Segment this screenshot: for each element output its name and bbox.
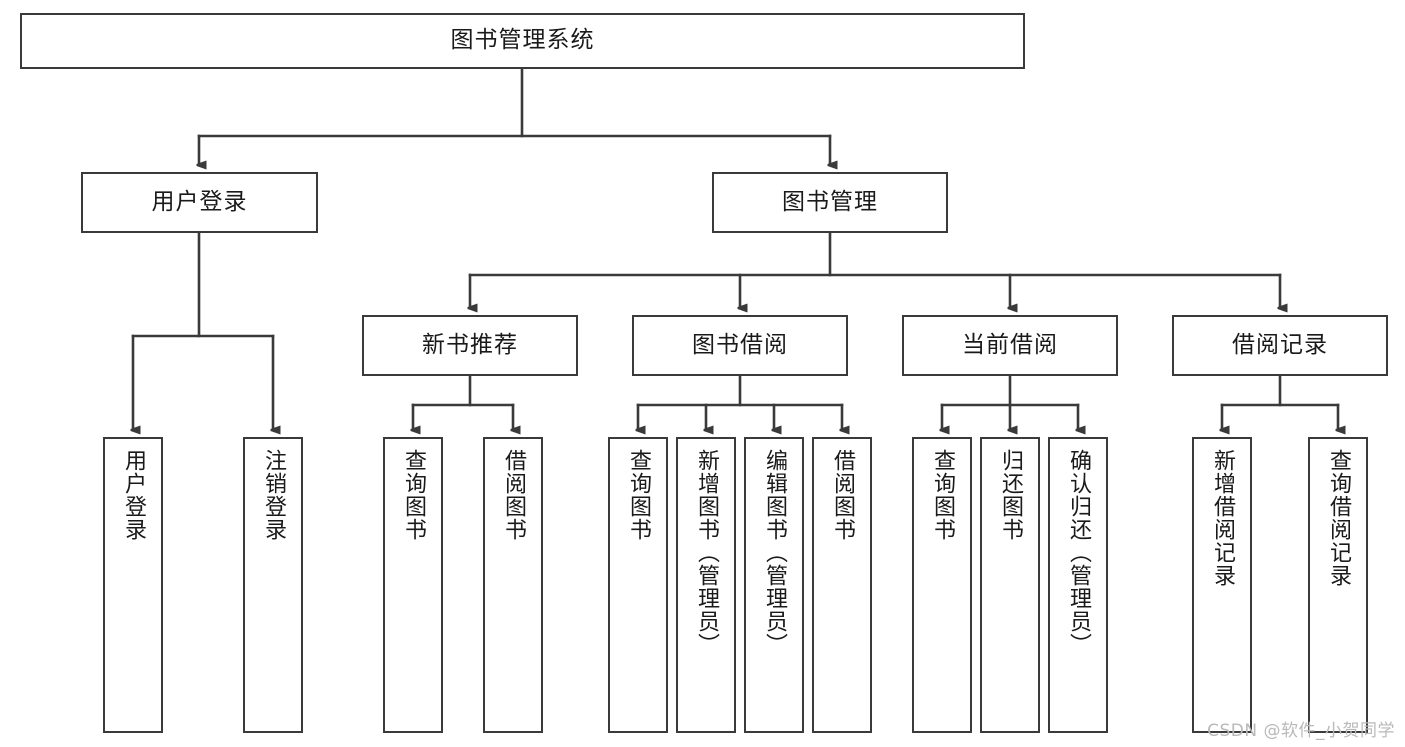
leaf-query-book-1[interactable]: 查询图书 [383,437,443,733]
node-borrow-record[interactable]: 借阅记录 [1172,315,1388,376]
csdn-watermark: CSDN @软件_小贺同学 [1207,721,1395,741]
leaf-query-book-1-label: 查询图书 [400,449,426,541]
leaf-add-book-admin-label: 新增图书（管理员） [693,449,719,656]
leaf-add-borrow-record[interactable]: 新增借阅记录 [1192,437,1252,733]
leaf-add-borrow-record-label: 新增借阅记录 [1209,449,1235,587]
node-book-management-label: 图书管理 [782,188,878,215]
leaf-query-borrow-record-label: 查询借阅记录 [1325,449,1351,587]
leaf-add-book-admin[interactable]: 新增图书（管理员） [676,437,736,733]
leaf-confirm-return-admin[interactable]: 确认归还（管理员） [1048,437,1108,733]
leaf-edit-book-admin[interactable]: 编辑图书（管理员） [744,437,804,733]
leaf-user-login[interactable]: 用户登录 [103,437,163,733]
node-root[interactable]: 图书管理系统 [20,13,1025,69]
node-book-borrow[interactable]: 图书借阅 [632,315,848,376]
node-current-borrow-label: 当前借阅 [962,331,1058,358]
leaf-query-book-2[interactable]: 查询图书 [608,437,668,733]
leaf-user-login-label: 用户登录 [120,449,146,541]
leaf-borrow-book-2[interactable]: 借阅图书 [812,437,872,733]
node-book-management[interactable]: 图书管理 [712,172,948,233]
leaf-edit-book-admin-label: 编辑图书（管理员） [761,449,787,656]
leaf-logout-login-label: 注销登录 [260,449,286,541]
node-new-book-recommend[interactable]: 新书推荐 [362,315,578,376]
leaf-return-book[interactable]: 归还图书 [980,437,1040,733]
leaf-return-book-label: 归还图书 [997,449,1023,541]
leaf-query-borrow-record[interactable]: 查询借阅记录 [1308,437,1368,733]
node-root-label: 图书管理系统 [450,27,595,54]
node-user-login-label: 用户登录 [151,188,248,215]
leaf-logout-login[interactable]: 注销登录 [243,437,303,733]
leaf-borrow-book-2-label: 借阅图书 [829,449,855,541]
leaf-borrow-book-1-label: 借阅图书 [500,449,526,541]
node-borrow-record-label: 借阅记录 [1232,331,1328,358]
node-user-login[interactable]: 用户登录 [81,172,318,233]
node-current-borrow[interactable]: 当前借阅 [902,315,1118,376]
leaf-query-book-3[interactable]: 查询图书 [912,437,972,733]
leaf-borrow-book-1[interactable]: 借阅图书 [483,437,543,733]
leaf-confirm-return-admin-label: 确认归还（管理员） [1065,449,1091,656]
node-book-borrow-label: 图书借阅 [692,331,788,358]
leaf-query-book-2-label: 查询图书 [625,449,651,541]
leaf-query-book-3-label: 查询图书 [929,449,955,541]
node-new-book-recommend-label: 新书推荐 [422,331,518,358]
